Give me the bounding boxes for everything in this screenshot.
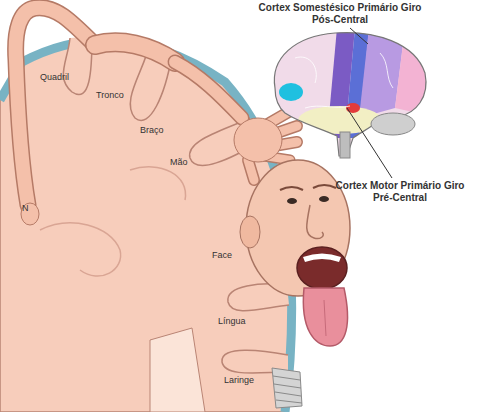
body-part-label: Face <box>212 250 232 260</box>
temporal-lobe <box>298 106 382 134</box>
arm <box>175 62 242 118</box>
teeth <box>303 254 341 263</box>
foot <box>21 203 39 225</box>
gyrus-line <box>130 167 186 200</box>
occipital-lobe <box>395 28 440 118</box>
head <box>246 160 350 296</box>
eyebrow <box>313 185 336 188</box>
body-part-label: N <box>22 203 29 213</box>
cerebellum <box>371 113 415 135</box>
thumb <box>248 160 254 180</box>
trunk-outline <box>95 42 175 62</box>
brain <box>265 28 440 163</box>
body-part-label: Braço <box>140 125 164 135</box>
body-part-label: Mão <box>170 157 188 167</box>
tongue <box>303 288 347 346</box>
hand <box>234 118 282 162</box>
gyri <box>295 53 393 108</box>
mouth <box>297 247 347 289</box>
larynx-ring <box>273 376 302 403</box>
gyrus-line <box>40 223 121 276</box>
leader-line <box>350 28 368 44</box>
larynx <box>272 368 302 408</box>
cortex-surface <box>0 40 292 412</box>
region-label: Cortex Motor Primário Giro Pré-Central <box>330 180 470 203</box>
body-part-label: Língua <box>218 316 246 326</box>
eyebrow <box>280 187 303 190</box>
larynx-body <box>272 368 302 408</box>
trunk <box>95 42 175 62</box>
body-part-label: Laringe <box>224 375 254 385</box>
eye <box>287 198 297 204</box>
brainstem <box>340 132 350 158</box>
leg-outline <box>16 8 95 205</box>
tongue-groove <box>324 300 326 336</box>
nose <box>307 205 324 239</box>
region-label: Cortex Somestésico Primário Giro Pós-Cen… <box>255 2 425 25</box>
body-part-label: Quadril <box>40 72 69 82</box>
leg <box>16 8 95 205</box>
cut-face <box>150 328 205 412</box>
arm-outline <box>175 62 242 118</box>
cortex-slab <box>0 36 292 412</box>
body-part-label: Tronco <box>96 90 124 100</box>
cyan-area <box>279 83 303 101</box>
ear <box>240 216 260 248</box>
red-area <box>346 103 360 113</box>
eye <box>319 196 329 202</box>
cortex-section <box>0 40 292 412</box>
leader-line <box>347 108 392 178</box>
brain-lobes <box>265 28 440 163</box>
thumb <box>248 160 254 180</box>
